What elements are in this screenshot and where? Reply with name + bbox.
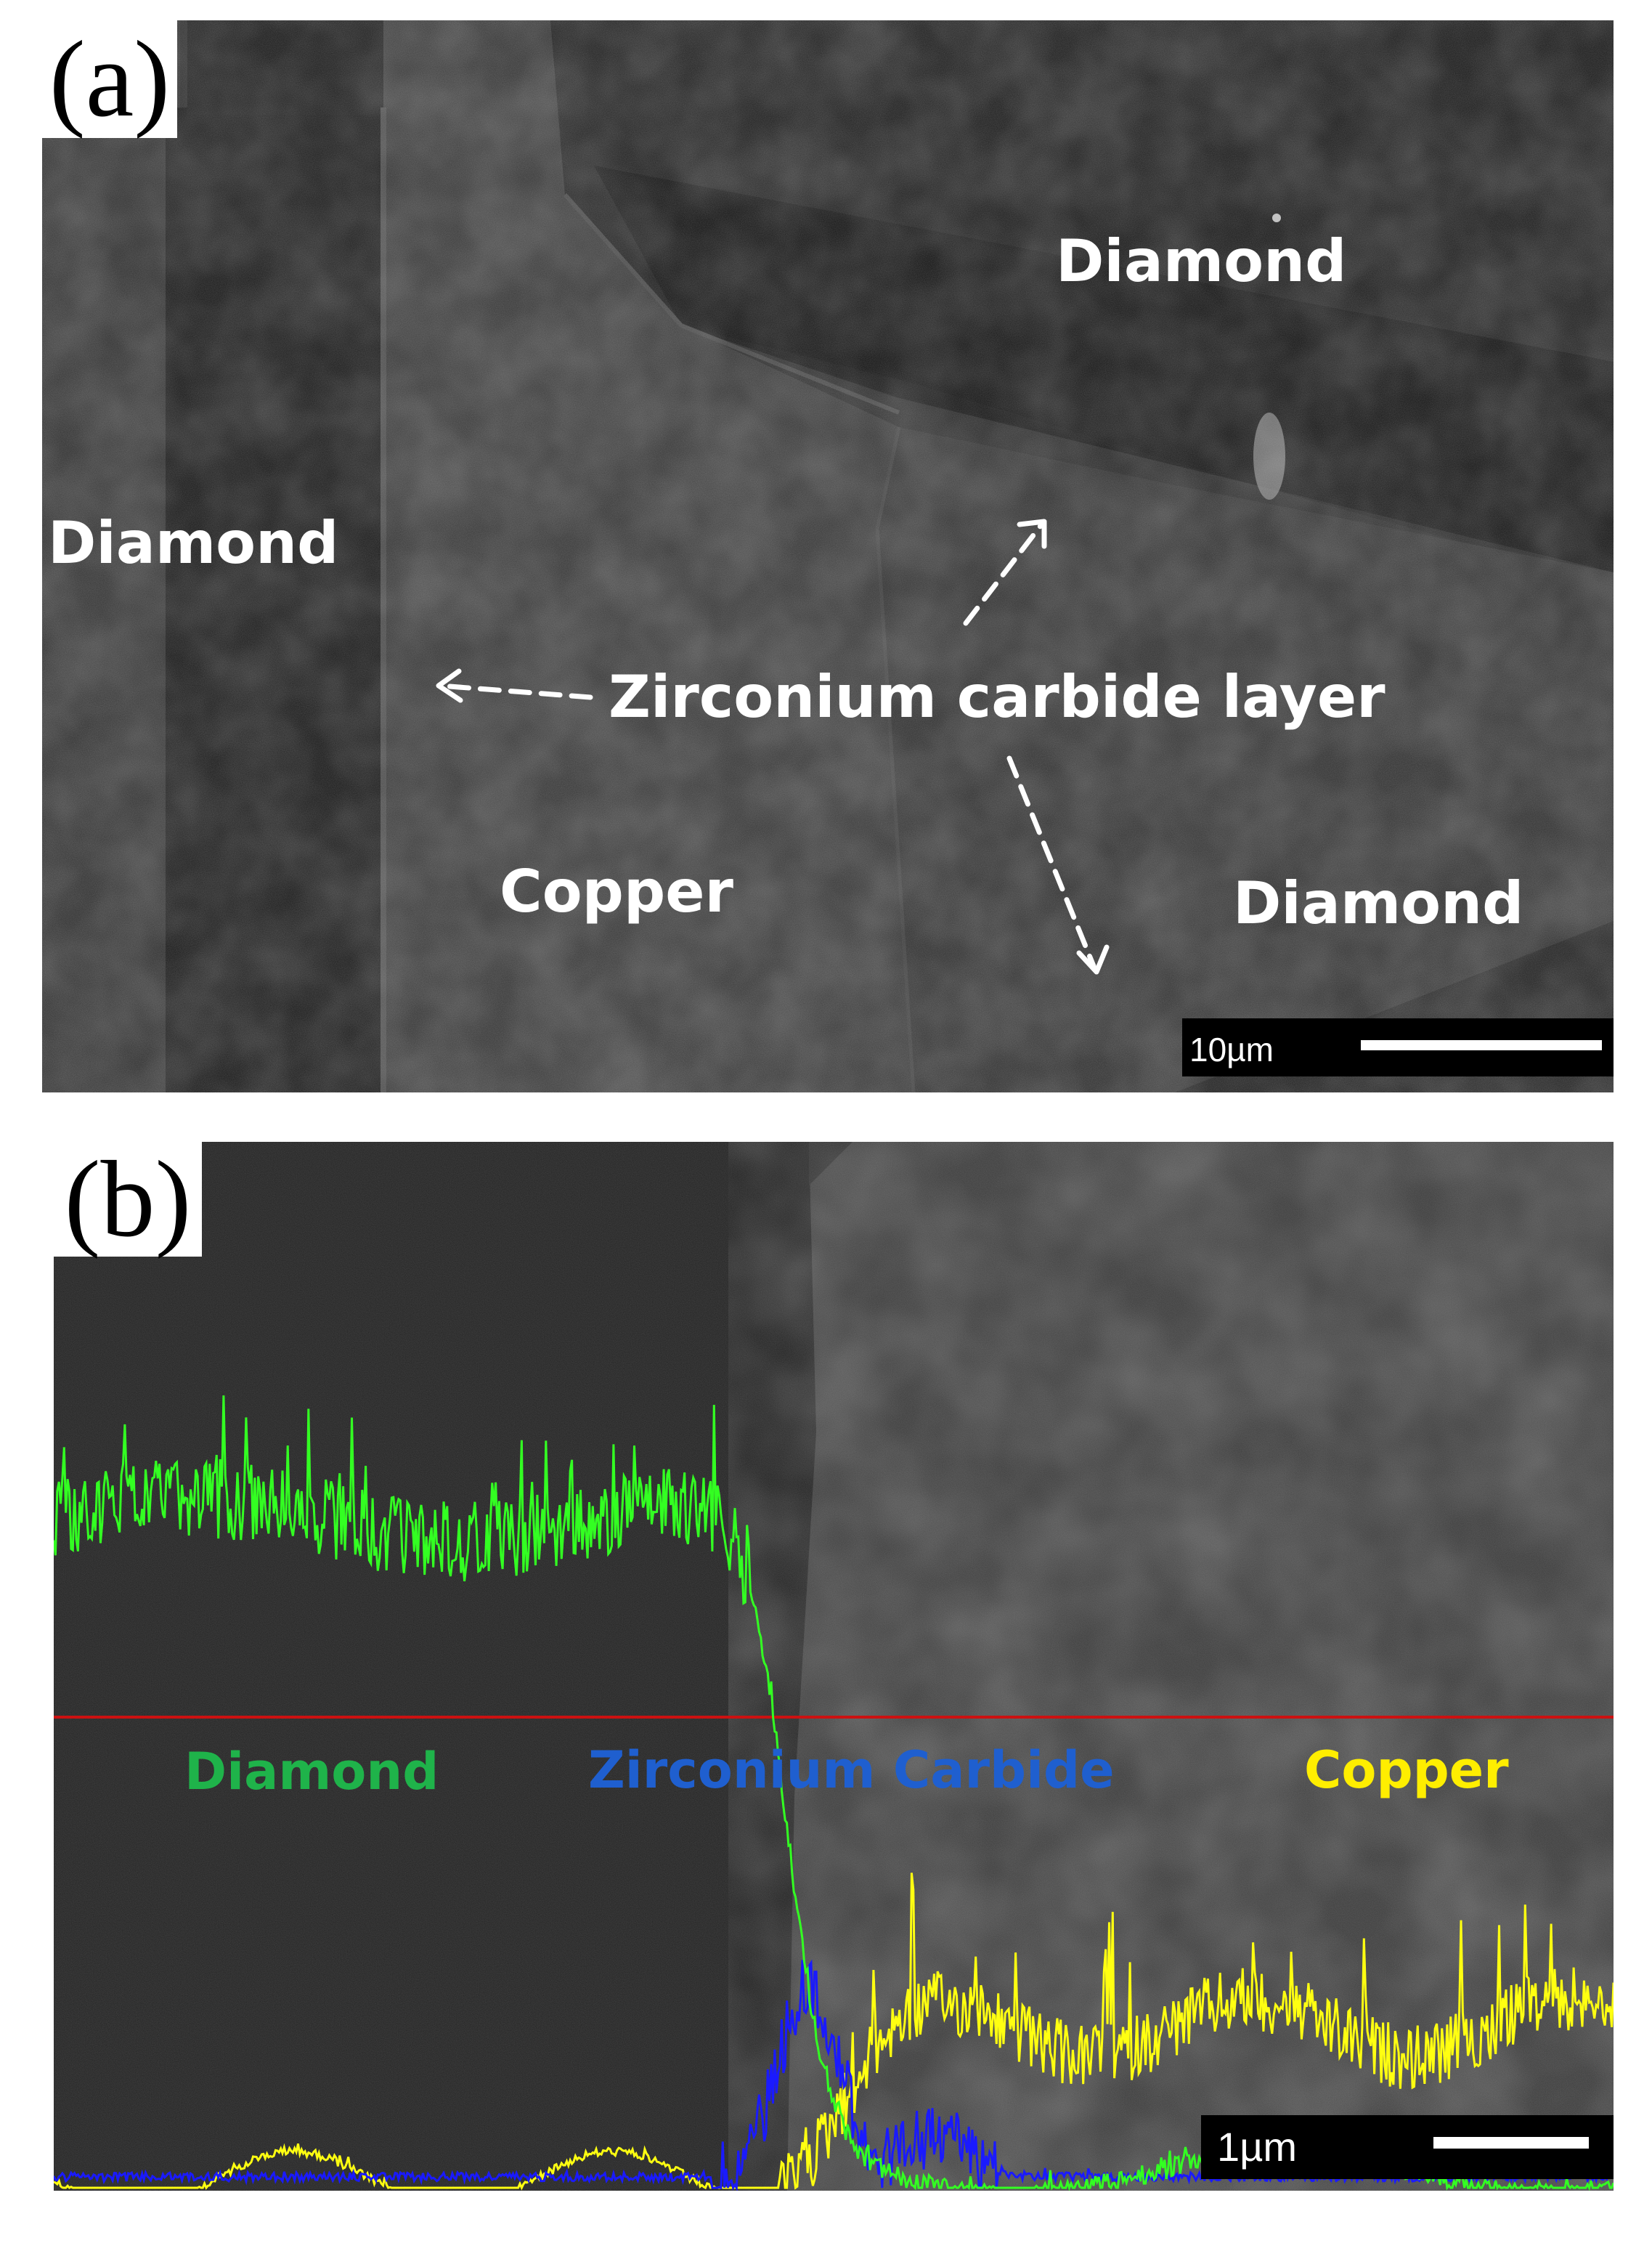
label-zirconium-carbide-layer: Zirconium carbide layer bbox=[609, 663, 1386, 731]
panel-letter-b: (b) bbox=[54, 1142, 202, 1257]
scale-bar-label-a: 10µm bbox=[1189, 1031, 1274, 1068]
label-diamond-left: Diamond bbox=[48, 509, 339, 577]
scale-bar-label-b: 1µm bbox=[1217, 2124, 1298, 2170]
label-diamond-top-right: Diamond bbox=[1056, 227, 1347, 295]
label-zirconium-carbide-b: Zirconium Carbide bbox=[588, 1740, 1115, 1800]
scale-bar-a: 10µm bbox=[1182, 1018, 1614, 1076]
sem-image-a: (a) Diamond Diamond Zirconium carbide la… bbox=[42, 20, 1614, 1092]
arrow-left bbox=[437, 683, 593, 700]
scale-bar-b: 1µm bbox=[1201, 2115, 1614, 2179]
label-copper-b: Copper bbox=[1304, 1740, 1509, 1800]
sem-linescan-b bbox=[54, 1142, 1614, 2191]
sem-image-b: (b) Diamond Zirconium Carbide Copper 1µm bbox=[54, 1142, 1614, 2191]
sem-micrograph-a bbox=[42, 20, 1614, 1092]
label-diamond-bottom-right: Diamond bbox=[1233, 869, 1524, 937]
arrow-down-right bbox=[1006, 755, 1096, 969]
scale-bar-line-b bbox=[1433, 2137, 1589, 2149]
dashed-arrows bbox=[437, 520, 1096, 969]
panel-letter-a: (a) bbox=[42, 20, 177, 138]
arrow-up-right bbox=[963, 520, 1046, 626]
label-diamond-b: Diamond bbox=[184, 1742, 439, 1801]
label-copper: Copper bbox=[500, 858, 733, 925]
copper-signal-line bbox=[54, 1873, 1614, 2191]
scale-bar-line-a bbox=[1361, 1040, 1602, 1050]
